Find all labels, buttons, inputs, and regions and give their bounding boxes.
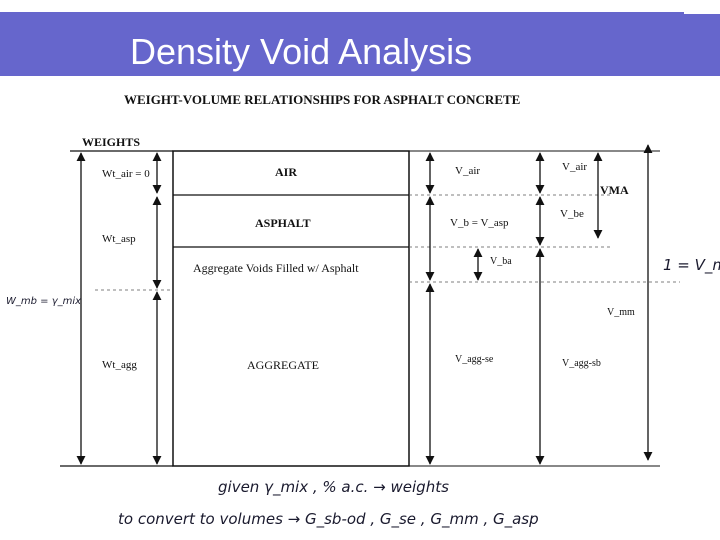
label-v-be: V_be — [560, 208, 584, 220]
label-w-mb: W_mb = γ_mix — [6, 296, 81, 307]
phase-absorbed: Aggregate Voids Filled w/ Asphalt — [193, 261, 359, 275]
label-v-mm: V_mm — [607, 307, 635, 318]
label-wt-agg: Wt_agg — [102, 359, 137, 371]
phase-aggregate: AGGREGATE — [247, 358, 319, 372]
label-wt-asp: Wt_asp — [102, 233, 136, 245]
slide-title: Density Void Analysis — [130, 31, 473, 72]
label-v-air-2: V_air — [562, 161, 587, 173]
label-v-agg-sb: V_agg-sb — [562, 358, 601, 369]
label-v-ba: V_ba — [490, 256, 512, 267]
label-v-air: V_air — [455, 165, 480, 177]
label-v-mb: 1 = V_mb — [663, 256, 720, 275]
weights-header: WEIGHTS — [82, 135, 140, 149]
label-vma: VMA — [600, 183, 629, 197]
title-bar — [0, 12, 720, 76]
phase-block — [172, 150, 410, 467]
label-v-agg-se: V_agg-se — [455, 354, 494, 365]
figure-heading: WEIGHT-VOLUME RELATIONSHIPS FOR ASPHALT … — [124, 92, 520, 107]
note-line-1: given γ_mix , % a.c. → weights — [218, 478, 449, 497]
label-v-b: V_b = V_asp — [450, 217, 509, 229]
title-bar-corner — [684, 12, 720, 14]
label-wt-air: Wt_air = 0 — [102, 168, 150, 180]
phase-asphalt: ASPHALT — [255, 216, 311, 230]
note-line-2: to convert to volumes → G_sb-od , G_se ,… — [118, 510, 539, 529]
phase-air: AIR — [275, 165, 297, 179]
